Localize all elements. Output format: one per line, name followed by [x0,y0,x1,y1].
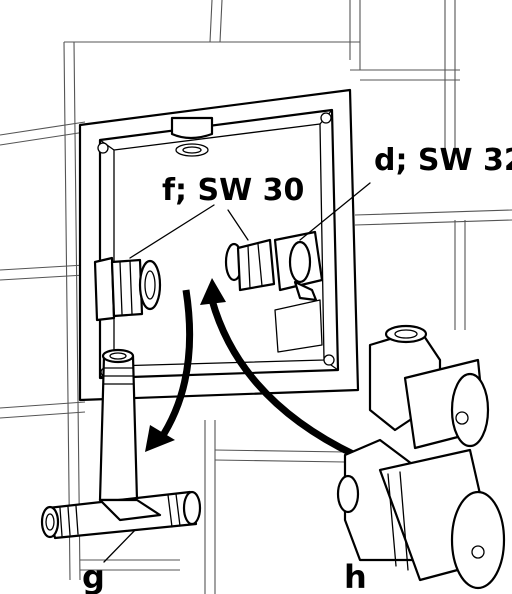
fitting-d [224,230,324,302]
label-g: g [82,558,105,594]
tee-piece-g [40,348,202,540]
label-f: f; SW 30 [162,173,304,208]
arrows [145,278,357,459]
label-d: d; SW 32 [374,143,512,178]
fitting-f [93,256,162,322]
valve-unit-h [336,324,506,590]
label-h: h [344,558,367,594]
